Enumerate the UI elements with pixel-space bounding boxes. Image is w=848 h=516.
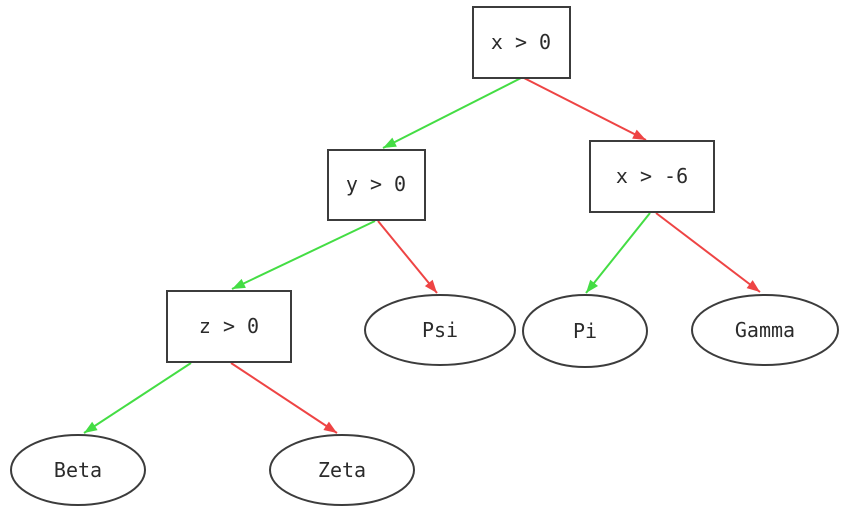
leaf-ellipse <box>269 434 415 506</box>
arrowhead-icon <box>632 129 646 140</box>
leaf-ellipse <box>522 294 648 368</box>
node-leaf-pi: Pi <box>522 294 648 368</box>
node-label: Gamma <box>735 318 795 342</box>
arrowhead-icon <box>232 278 246 289</box>
edge-xgtneg6-true-pi <box>585 212 651 294</box>
arrowhead-icon <box>84 421 98 433</box>
node-label: Pi <box>573 319 597 343</box>
arrowhead-icon <box>424 279 437 293</box>
node-label: y > 0 <box>346 172 406 196</box>
node-label: Beta <box>54 458 102 482</box>
node-label: Zeta <box>318 458 366 482</box>
node-label: x > -6 <box>616 164 688 188</box>
edge-zgt0-true-beta <box>83 362 192 434</box>
arrowhead-icon <box>323 421 337 433</box>
edges-layer <box>83 77 761 434</box>
decision-box <box>166 290 292 363</box>
arrowhead-icon <box>746 280 760 292</box>
node-label: x > 0 <box>491 30 551 54</box>
arrowhead-icon <box>586 279 599 293</box>
edge-xgt0-true-ygt0 <box>382 77 522 149</box>
node-label: z > 0 <box>199 314 259 338</box>
decision-box <box>327 149 426 221</box>
leaf-ellipse <box>364 294 516 366</box>
node-cond-x-gt-0: x > 0 <box>472 6 571 79</box>
decision-box <box>472 6 571 79</box>
leaf-ellipse <box>10 434 146 506</box>
node-leaf-beta: Beta <box>10 434 146 506</box>
node-leaf-gamma: Gamma <box>691 294 839 366</box>
node-cond-y-gt-0: y > 0 <box>327 149 426 221</box>
node-leaf-psi: Psi <box>364 294 516 366</box>
decision-box <box>589 140 715 213</box>
node-cond-x-gt-neg6: x > -6 <box>589 140 715 213</box>
node-cond-z-gt-0: z > 0 <box>166 290 292 363</box>
edge-xgt0-false-xgtneg6 <box>523 77 647 141</box>
edge-ygt0-false-psi <box>377 220 438 294</box>
edge-xgtneg6-false-gamma <box>655 212 761 293</box>
edge-zgt0-false-zeta <box>230 362 338 434</box>
node-leaf-zeta: Zeta <box>269 434 415 506</box>
node-label: Psi <box>422 318 458 342</box>
leaf-ellipse <box>691 294 839 366</box>
edge-ygt0-true-zgt0 <box>231 220 376 290</box>
arrowhead-icon <box>383 137 397 148</box>
